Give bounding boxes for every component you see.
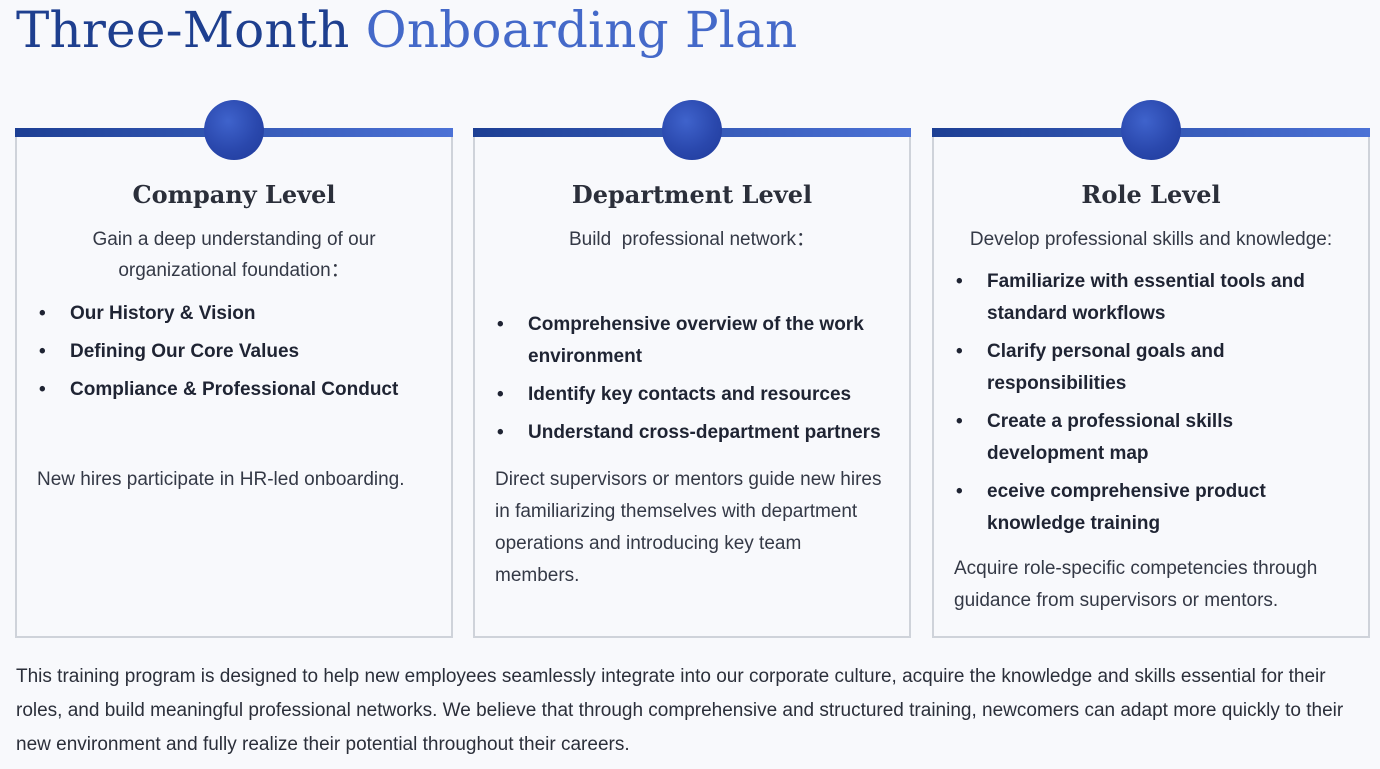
bullet-list: • Our History & Vision • Defining Our Core… — [39, 298, 437, 412]
list-item-text: Clarify personal goals and responsibilit… — [987, 341, 1225, 394]
page-title-part-2: Onboarding Plan — [365, 1, 798, 59]
card-title: Role Level — [1081, 180, 1221, 209]
list-item: • Create a professional skills developmen… — [956, 406, 1354, 470]
bullet-icon: • — [956, 341, 963, 362]
list-item-text: Create a professional skills development… — [987, 411, 1234, 464]
card-subtitle: Develop professional skills and knowledg… — [969, 229, 1333, 250]
page-title-part-1: Three-Month — [16, 1, 350, 59]
bullet-icon: • — [39, 303, 46, 324]
bullet-icon: • — [39, 379, 46, 400]
list-item-text: eceive comprehensive product knowledge t… — [987, 481, 1266, 534]
card-role-level: Role Level Develop professional skills a… — [932, 100, 1370, 638]
card-company-level: Company Level Gain a deep understanding … — [15, 100, 453, 638]
list-item: • Understand cross-department partners — [497, 417, 895, 449]
page-title: Three-Month Onboarding Plan — [16, 0, 797, 60]
card-note: Direct supervisors or mentors guide new … — [495, 469, 882, 586]
list-item: • eceive comprehensive product knowledge … — [956, 476, 1354, 540]
list-item: • Clarify personal goals and responsibili… — [956, 336, 1354, 400]
list-item: • Identify key contacts and resources — [497, 379, 895, 411]
bullet-icon: • — [39, 341, 46, 362]
list-item: • Familiarize with essential tools and st… — [956, 266, 1354, 330]
card-title: Company Level — [132, 180, 336, 209]
list-item: • Comprehensive overview of the work envi… — [497, 309, 895, 373]
card-marker-circle — [662, 100, 722, 160]
list-item-text: Identify key contacts and resources — [528, 384, 852, 405]
list-item-text: Compliance & Professional Conduct — [70, 379, 399, 400]
list-item-text: Familiarize with essential tools and sta… — [987, 271, 1305, 324]
list-item-text: Our History & Vision — [70, 303, 256, 324]
card-note: Acquire role-specific competencies throu… — [954, 558, 1318, 611]
bullet-icon: • — [497, 314, 504, 335]
card-subtitle: Build professional network： — [568, 229, 816, 250]
card-note: New hires participate in HR-led onboardi… — [37, 469, 405, 490]
list-item: • Compliance & Professional Conduct — [39, 374, 437, 406]
bullet-icon: • — [497, 422, 504, 443]
card-department-level: Department Level Build professional netw… — [473, 100, 911, 638]
list-item: • Our History & Vision — [39, 298, 437, 330]
card-title: Department Level — [571, 180, 813, 209]
program-description: This training program is designed to hel… — [16, 666, 1344, 755]
list-item-text: Comprehensive overview of the work envir… — [528, 314, 864, 367]
list-item-text: Defining Our Core Values — [70, 341, 300, 362]
card-marker-circle — [204, 100, 264, 160]
card-marker-circle — [1121, 100, 1181, 160]
bullet-icon: • — [956, 271, 963, 292]
bullet-icon: • — [497, 384, 504, 405]
bullet-icon: • — [956, 411, 963, 432]
bullet-icon: • — [956, 481, 963, 502]
bullet-list: • Familiarize with essential tools and st… — [956, 266, 1354, 546]
bullet-list: • Comprehensive overview of the work envi… — [497, 309, 895, 455]
card-subtitle: Gain a deep understanding of our organiz… — [92, 229, 376, 281]
list-item-text: Understand cross-department partners — [528, 422, 881, 443]
list-item: • Defining Our Core Values — [39, 336, 437, 368]
